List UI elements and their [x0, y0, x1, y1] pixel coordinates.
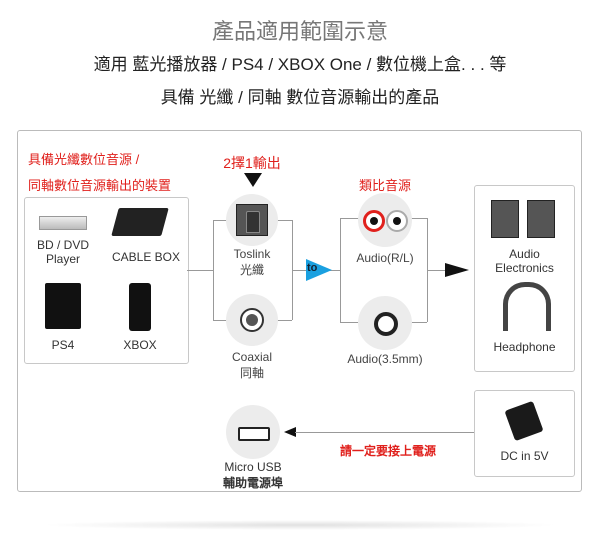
connector-line	[213, 220, 214, 320]
rca-port	[358, 193, 412, 247]
dc-label: DC in 5V	[500, 449, 549, 463]
dc-adapter-box: DC in 5V	[474, 390, 575, 477]
ps4-icon	[45, 283, 81, 329]
speaker-icon	[491, 200, 519, 238]
headphone-icon	[503, 282, 551, 331]
coaxial-icon	[240, 308, 264, 332]
diagram-panel	[17, 130, 582, 492]
micro-usb-port	[226, 405, 280, 459]
toslink-icon	[236, 204, 268, 236]
ps4-label: PS4	[51, 338, 75, 352]
subtitle-products: 適用 藍光播放器 / PS4 / XBOX One / 數位機上盒. . . 等	[93, 55, 507, 74]
output-note: 類比音源	[358, 178, 411, 193]
connector-line	[187, 270, 213, 271]
bd-player-icon	[39, 216, 87, 230]
power-warning: 請一定要接上電源	[340, 444, 437, 458]
down-arrow-icon	[244, 173, 262, 187]
rca-label: Audio(R/L)	[356, 251, 414, 265]
connector-line	[340, 218, 341, 322]
right-arrow-icon	[445, 263, 469, 277]
rca-white-icon	[386, 210, 408, 232]
source-note-1: 具備光纖數位音源 /	[28, 152, 140, 167]
mini-jack-port	[358, 296, 412, 350]
input-note: 2擇1輸出	[223, 155, 281, 171]
bottom-shadow	[40, 520, 560, 530]
headphone-label: Headphone	[493, 340, 556, 354]
left-arrow-icon	[284, 427, 296, 437]
to-label: to	[307, 262, 318, 274]
xbox-label: XBOX	[123, 338, 157, 352]
subtitle-outputs: 具備 光纖 / 同軸 數位音源輸出的產品	[160, 88, 440, 107]
power-adapter-icon	[504, 400, 544, 442]
connector-line	[427, 270, 447, 271]
cable-box-icon	[111, 208, 169, 236]
xbox-icon	[129, 283, 151, 331]
connector-line	[295, 432, 474, 433]
cable-box-label: CABLE BOX	[111, 250, 181, 264]
rca-red-icon	[363, 210, 385, 232]
source-note-2: 同軸數位音源輸出的裝置	[28, 178, 172, 193]
to-arrow-icon	[306, 259, 332, 281]
page-title: 產品適用範圍示意	[211, 19, 388, 44]
mini-jack-label: Audio(3.5mm)	[347, 352, 423, 366]
coaxial-port	[226, 294, 278, 346]
micro-usb-icon	[238, 427, 270, 441]
mini-jack-icon	[374, 312, 398, 336]
toslink-port	[226, 194, 278, 246]
speaker-icon	[527, 200, 555, 238]
